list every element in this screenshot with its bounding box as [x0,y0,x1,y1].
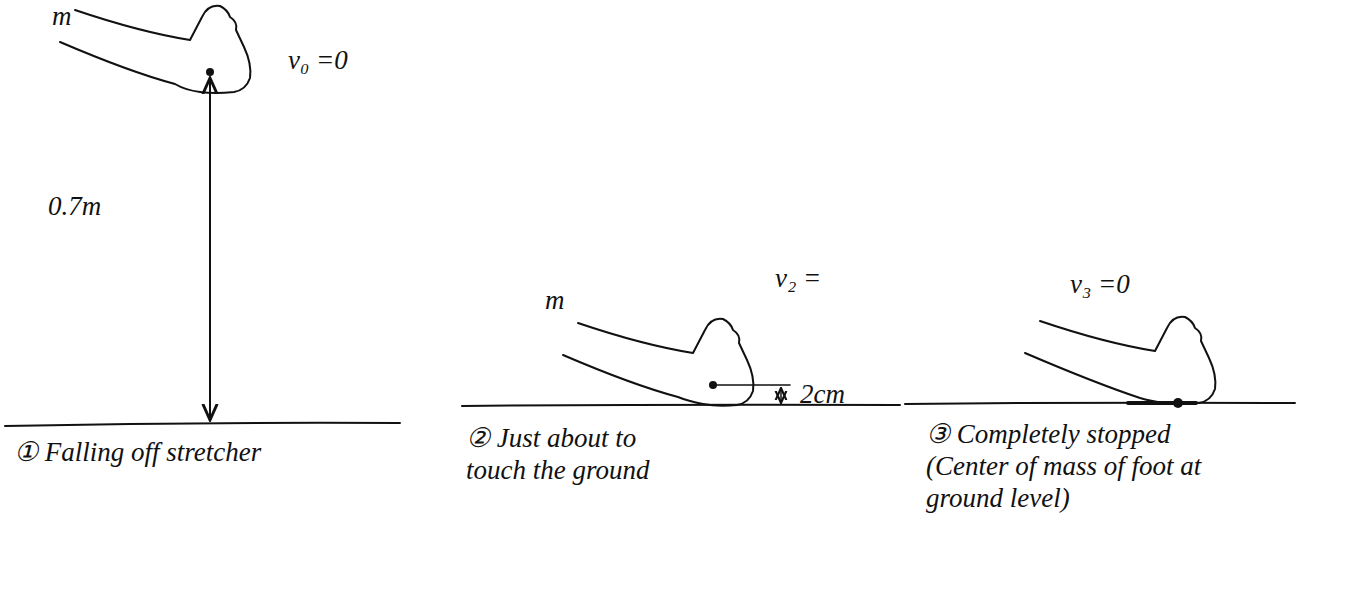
leg-sketch [563,319,753,406]
dimension-arrow [780,388,782,403]
leg-sketch [60,6,250,93]
mass-label: m [52,0,72,32]
velocity-label: v₀ =0 [288,44,348,76]
leg-sketch [1025,317,1215,403]
velocity-label: v₃ =0 [1070,268,1130,300]
dimension-line [716,384,790,386]
velocity-label: v₂ = [775,262,821,294]
gap-dimension: 2cm [800,378,845,410]
height-dimension: 0.7m [48,190,101,222]
stage-caption: ② Just about to touch the ground [466,422,691,486]
center-of-mass-dot [206,68,214,76]
contact-segment [1128,401,1196,405]
stage-caption: ① Falling off stretcher [14,436,261,468]
height-arrow [209,78,211,420]
center-of-mass-dot [1173,398,1183,408]
stage-caption: ③ Completely stopped (Center of mass of … [926,418,1226,514]
mass-label: m [545,284,565,316]
ground-line [5,423,400,426]
ground-line [905,403,1295,404]
